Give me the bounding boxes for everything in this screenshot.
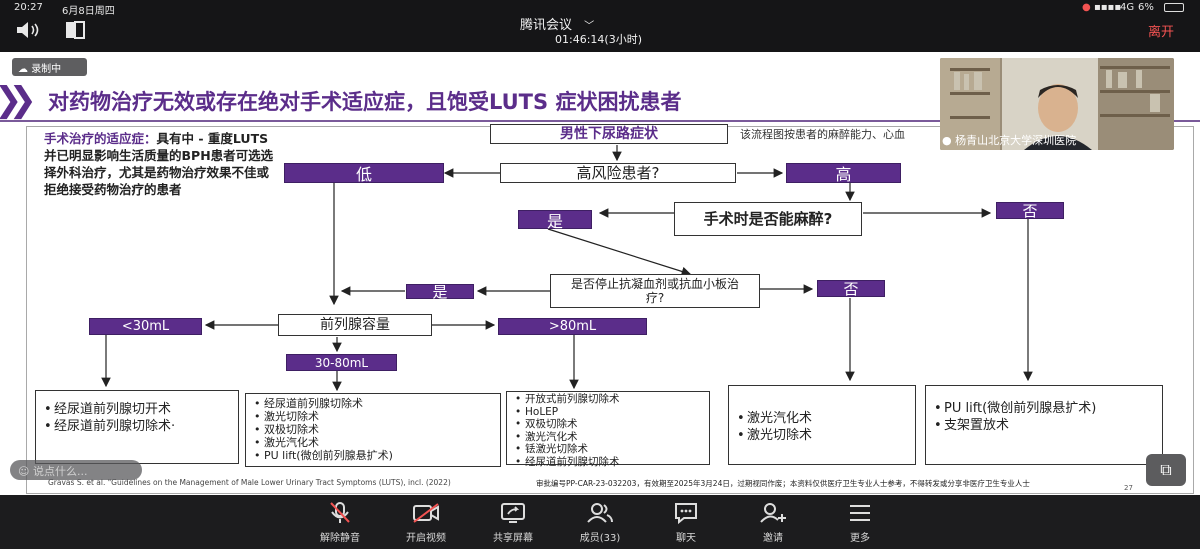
approval-notice: 审批编号PP-CAR-23-032203，有效期至2025年3月24日，过期视同… xyxy=(536,479,1030,488)
unmute-button[interactable]: 解除静音 xyxy=(305,501,375,544)
chevron-down-icon: ﹀ xyxy=(584,21,595,32)
no-anesthesia-label: 否 xyxy=(996,202,1064,220)
emoji-icon[interactable]: ☺ xyxy=(18,465,30,478)
more-label: 更多 xyxy=(850,533,870,544)
yes-anesthesia-label: 是 xyxy=(518,210,592,231)
share-screen-icon xyxy=(501,503,525,523)
low-label: 低 xyxy=(284,163,444,184)
treatment-list-gt80: 开放式前列腺切除术 HoLEP 双极切除术 激光汽化术 铥激光切除术 经尿道前列… xyxy=(506,391,710,468)
battery-icon xyxy=(1164,3,1184,12)
gt80-label: >80mL xyxy=(498,318,647,335)
camera-off-icon xyxy=(413,503,439,523)
video-camera-icon: ● xyxy=(942,134,952,147)
chat-placeholder: 说点什么... xyxy=(32,465,88,478)
list-item: PU lift(微创前列腺悬扩术) xyxy=(934,400,1154,417)
meeting-top-bar: 腾讯会议 ﹀ 01:46:14(3小时) 离开 xyxy=(0,16,1200,52)
list-item: 经尿道前列腺切除术 xyxy=(254,397,492,410)
treatment-list-no-stop: 激光汽化术 激光切除术 xyxy=(728,385,916,465)
list-item: 经尿道前列腺切除术 xyxy=(515,456,701,469)
speaker-name-tag: ● 杨青山北京大学深圳医院 xyxy=(942,132,1076,148)
treatment-list-mid: 经尿道前列腺切除术 激光切除术 双极切除术 激光汽化术 PU lift(微创前列… xyxy=(245,393,501,467)
list-item: 双极切除术 xyxy=(515,418,701,431)
list-item: 支架置放术 xyxy=(934,417,1154,434)
no-stop-label: 否 xyxy=(817,280,885,298)
indication-heading: 手术治疗的适应症： xyxy=(44,131,157,146)
chat-input[interactable]: ☺ 说点什么... xyxy=(10,460,142,480)
list-item: 激光汽化术 xyxy=(515,431,701,444)
treatment-list-no-anesthesia: PU lift(微创前列腺悬扩术) 支架置放术 xyxy=(925,385,1163,465)
share-screen-label: 共享屏幕 xyxy=(493,533,533,544)
leave-button[interactable]: 离开 xyxy=(1148,25,1175,40)
list-item: HoLEP xyxy=(515,406,701,419)
recording-dot-icon: ● xyxy=(1082,2,1091,13)
list-item: PU lift(微创前列腺悬扩术) xyxy=(254,449,492,462)
flowchart-connectors xyxy=(101,145,1033,392)
invite-button[interactable]: 邀请 xyxy=(738,501,808,544)
recording-badge: ☁ 录制中 xyxy=(12,58,87,76)
chat-button[interactable]: 聊天 xyxy=(651,501,721,544)
indication-note: 手术治疗的适应症：具有中 - 重度LUTS并已明显影响生活质量的BPH患者可选选… xyxy=(44,130,279,198)
more-button[interactable]: 更多 xyxy=(825,501,895,544)
high-label: 高 xyxy=(786,163,901,184)
speaker-name: 杨青山北京大学深圳医院 xyxy=(955,134,1077,147)
stop-anticoagulant-question: 是否停止抗凝血剂或抗血小板治疗? xyxy=(550,274,760,308)
prostate-volume-box: 前列腺容量 xyxy=(278,314,432,336)
meeting-toolbar: 解除静音 开启视频 共享屏幕 成员(33) 聊天 邀请 更多 xyxy=(0,495,1200,549)
mic-muted-icon xyxy=(330,502,350,523)
list-item: 双极切除术 xyxy=(254,423,492,436)
recording-label: 录制中 xyxy=(31,64,62,75)
title-divider xyxy=(0,120,1200,122)
list-item: 开放式前列腺切除术 xyxy=(515,393,701,406)
speaker-icon[interactable] xyxy=(14,20,42,45)
more-menu-icon xyxy=(850,505,870,521)
list-item: 铥激光切除术 xyxy=(515,443,701,456)
chat-label: 聊天 xyxy=(676,533,696,544)
list-item: 激光切除术 xyxy=(737,427,907,444)
network-type: 4G xyxy=(1120,2,1135,13)
status-bar: 20:27 6月8日周四 ● ▪▪▪▪ 4G 6% xyxy=(0,0,1200,17)
members-label: 成员(33) xyxy=(579,533,621,544)
cloud-icon: ☁ xyxy=(18,64,28,75)
yes-stop-label: 是 xyxy=(406,283,474,301)
slide-title: 对药物治疗无效或存在绝对手术适应症，且饱受LUTS 症状困扰患者 xyxy=(48,90,682,114)
battery-level: 6% xyxy=(1138,2,1154,13)
meeting-duration: 01:46:14(3小时) xyxy=(555,33,642,46)
list-item: 激光汽化术 xyxy=(254,436,492,449)
mid-volume-label: 30-80mL xyxy=(286,354,397,371)
members-button[interactable]: 成员(33) xyxy=(565,501,635,544)
speaker-video[interactable] xyxy=(940,58,1174,150)
side-note: 该流程图按患者的麻醉能力、心血 xyxy=(740,128,905,141)
start-box: 男性下尿路症状 xyxy=(490,124,728,144)
indication-body: 具有中 - 重度LUTS并已明显影响生活质量的BPH患者可选选择外科治疗，尤其是… xyxy=(44,131,274,197)
list-item: 激光切除术 xyxy=(254,410,492,423)
page-number: 27 xyxy=(1124,484,1133,492)
start-video-button[interactable]: 开启视频 xyxy=(391,501,461,544)
high-risk-question: 高风险患者? xyxy=(500,163,736,183)
share-screen-button[interactable]: 共享屏幕 xyxy=(478,501,548,544)
lt30-label: <30mL xyxy=(89,318,202,335)
list-item: 经尿道前列腺切开术 xyxy=(44,401,230,418)
invite-label: 邀请 xyxy=(763,533,783,544)
status-date: 6月8日周四 xyxy=(62,6,115,17)
list-item: 经尿道前列腺切除术· xyxy=(44,418,204,435)
screen-shrink-icon: ⧉ xyxy=(1160,460,1172,479)
meeting-title[interactable]: 腾讯会议 ﹀ xyxy=(520,14,594,33)
treatment-list-lt30: 经尿道前列腺切开术 经尿道前列腺切除术· xyxy=(35,390,239,464)
floating-window-button[interactable]: ⧉ xyxy=(1146,454,1186,486)
invite-icon xyxy=(760,503,786,523)
members-icon xyxy=(587,503,613,523)
status-time: 20:27 xyxy=(14,2,43,13)
app-title: 腾讯会议 xyxy=(520,18,573,33)
chat-icon xyxy=(675,503,697,525)
switch-camera-icon[interactable] xyxy=(64,20,86,44)
signal-icon: ▪▪▪▪ xyxy=(1094,2,1122,13)
start-video-label: 开启视频 xyxy=(406,533,446,544)
list-item: 激光汽化术 xyxy=(737,410,907,427)
guideline-reference: Gravas S. et al. "Guidelines on the Mana… xyxy=(48,478,451,487)
anesthesia-question: 手术时是否能麻醉? xyxy=(674,202,862,236)
unmute-label: 解除静音 xyxy=(320,533,360,544)
